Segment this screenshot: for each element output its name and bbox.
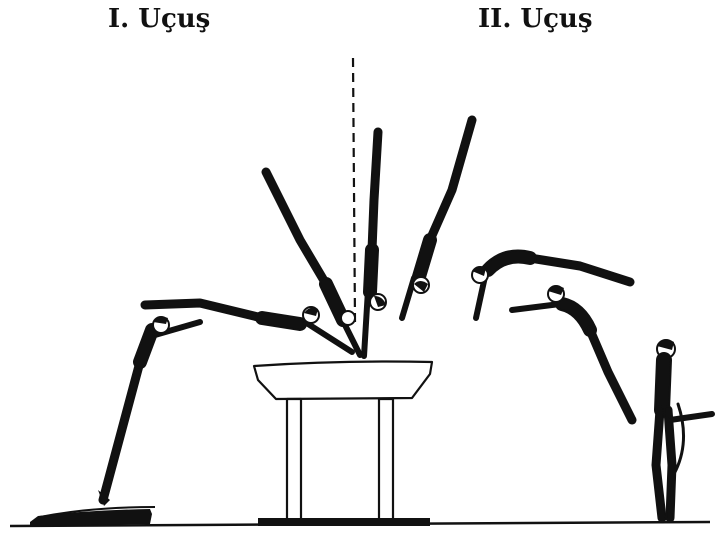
springboard xyxy=(30,507,155,526)
vaulting-horse xyxy=(254,362,432,527)
gymnast-takeoff xyxy=(98,317,200,506)
vertical-reference-line xyxy=(353,58,355,322)
gymnast-descent xyxy=(512,286,632,420)
gymnast-landing xyxy=(656,340,712,518)
gymnast-handstand xyxy=(364,132,386,356)
gymnast-post-flight-start xyxy=(402,120,472,318)
